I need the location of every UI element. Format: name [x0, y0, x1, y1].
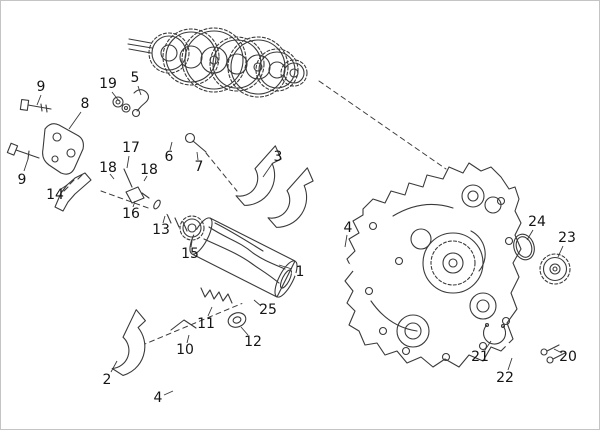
bolt-top: [19, 98, 52, 113]
leader-line-20: [553, 348, 563, 354]
pin-18a: [108, 174, 122, 186]
leader-line-7: [196, 151, 199, 161]
part-label-12: 12: [244, 334, 262, 350]
detent-spring: [200, 287, 233, 304]
part-label-9: 9: [36, 79, 46, 95]
part-label-11: 11: [197, 316, 215, 332]
part-label-9: 9: [17, 172, 27, 188]
leader-line-3: [262, 163, 273, 178]
leader-line-14: [60, 184, 68, 190]
shift-fork-lower: [105, 308, 152, 378]
leader-line-24: [526, 229, 534, 241]
leader-line-21: [484, 340, 492, 351]
leader-line-10: [186, 334, 190, 344]
leader-line-2: [110, 360, 118, 373]
leader-line-8: [68, 111, 82, 130]
part-label-17: 17: [122, 140, 140, 156]
part-label-4: 4: [153, 390, 163, 406]
circlip-21: [483, 322, 507, 345]
plug-22: [503, 341, 525, 356]
leader-line-18: [109, 173, 115, 180]
gear-15: [179, 215, 205, 241]
part-label-10: 10: [176, 342, 194, 358]
washer-pair: [112, 96, 131, 113]
o-ring-24: [513, 233, 535, 261]
pin-25: [240, 290, 256, 302]
leader-line-11: [207, 306, 213, 317]
block-16: [125, 186, 150, 204]
leader-line-9: [36, 94, 42, 106]
part-label-2: 2: [102, 372, 112, 388]
part-label-13: 13: [152, 222, 170, 238]
mounting-plate: [42, 123, 84, 175]
leader-line-17: [126, 155, 130, 169]
leader-line-4: [163, 390, 174, 396]
part-label-4: 4: [343, 220, 353, 236]
part-label-24: 24: [528, 214, 546, 230]
leader-line-5: [137, 85, 142, 96]
part-label-1: 1: [295, 264, 305, 280]
leader-line-12: [240, 326, 249, 336]
part-label-6: 6: [164, 149, 174, 165]
gear-6: [255, 48, 299, 92]
case-bolt-holes: [364, 196, 514, 362]
gear-7: [280, 59, 308, 87]
part-label-18: 18: [140, 162, 158, 178]
bracket-10: [170, 319, 197, 331]
leader-line-4: [344, 234, 348, 248]
bolt-7: [184, 132, 207, 153]
part-label-16: 16: [122, 206, 140, 222]
part-label-20: 20: [559, 349, 577, 365]
leader-line-18: [143, 175, 148, 182]
leader-line-6: [169, 141, 173, 151]
part-label-5: 5: [130, 70, 140, 86]
pin-18b: [136, 178, 150, 190]
part-label-19: 19: [99, 76, 117, 92]
sprocket-23: [539, 253, 571, 285]
assembly-axis-lines: [100, 80, 447, 350]
leader-line-9: [23, 158, 29, 172]
leader-line-15: [190, 240, 193, 248]
part-label-22: 22: [496, 370, 514, 386]
push-rod-middle: [310, 244, 402, 296]
drum-stub-shaft: [291, 271, 313, 285]
part-label-23: 23: [558, 230, 576, 246]
part-label-7: 7: [194, 159, 204, 175]
leader-line-1: [278, 264, 293, 270]
push-rod-lower: [138, 368, 232, 414]
leader-lines: [23, 85, 564, 396]
spacer-13: [153, 199, 176, 217]
pin-17: [123, 168, 133, 188]
leader-line-19: [111, 91, 120, 102]
screws-20: [540, 344, 566, 364]
part-label-8: 8: [80, 96, 90, 112]
leader-line-25: [253, 299, 262, 307]
washer-12: [227, 312, 247, 328]
leader-line-22: [507, 357, 513, 371]
part-label-18: 18: [99, 160, 117, 176]
leader-line-23: [557, 245, 564, 258]
serrated-segment: [54, 172, 92, 212]
leader-line-13: [162, 215, 166, 224]
engine-case: [344, 162, 522, 368]
gear-cluster: [127, 27, 318, 98]
pin-6: [162, 126, 180, 144]
part-label-15: 15: [181, 246, 199, 262]
part-label-14: 14: [46, 187, 64, 203]
spline-end: [127, 38, 153, 54]
part-label-21: 21: [471, 349, 489, 365]
bolt-left: [6, 142, 40, 160]
leader-line-16: [132, 200, 136, 208]
part-label-3: 3: [273, 149, 283, 165]
part-label-25: 25: [259, 302, 277, 318]
detent-lever: [131, 89, 150, 118]
